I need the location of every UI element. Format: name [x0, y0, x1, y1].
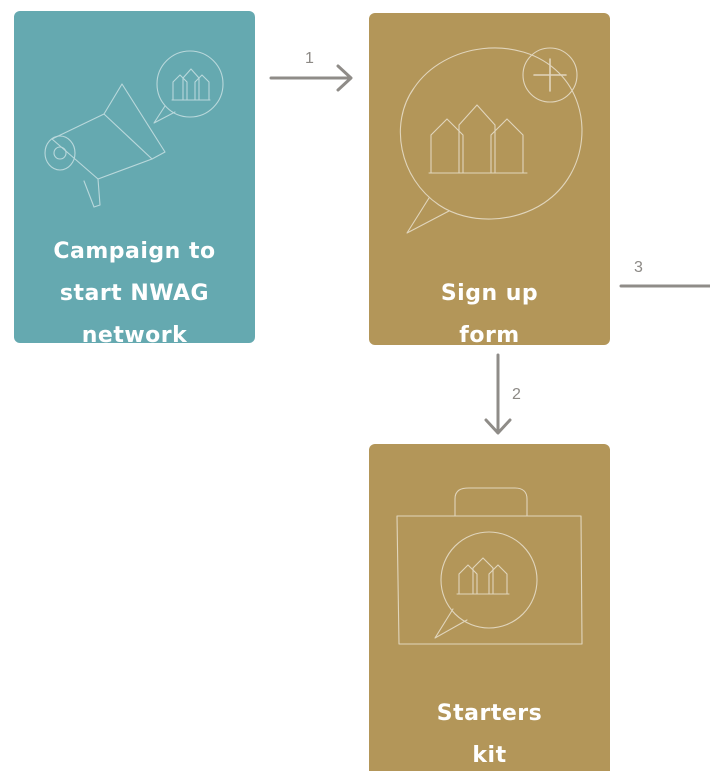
signup-label-line1: Sign up: [440, 281, 539, 306]
megaphone-icon: [44, 50, 224, 208]
campaign-card: Campaign to start NWAG network: [14, 11, 255, 343]
campaign-label: Campaign to start NWAG network: [14, 231, 255, 343]
signup-label-line2: form: [459, 323, 520, 345]
campaign-label-line1: Campaign to: [53, 239, 216, 264]
speech-bubble-houses-plus-icon: [399, 47, 583, 234]
campaign-label-line2: start NWAG: [59, 281, 210, 306]
signup-label: Sign up form: [369, 273, 610, 345]
campaign-label-line3: network: [81, 323, 188, 343]
signup-card: Sign up form: [369, 13, 610, 345]
step-2-number: 2: [512, 386, 521, 403]
arrow-2-head: [484, 418, 512, 435]
arrow-1-head: [336, 64, 353, 92]
step-3-number: 3: [634, 259, 643, 276]
step-1-number: 1: [305, 50, 314, 67]
starters-kit-label-line2: kit: [472, 743, 507, 768]
starters-kit-card: Starters kit: [369, 444, 610, 771]
briefcase-icon: [396, 487, 583, 645]
starters-kit-label-line1: Starters: [436, 701, 543, 726]
starters-kit-label: Starters kit: [369, 693, 610, 771]
